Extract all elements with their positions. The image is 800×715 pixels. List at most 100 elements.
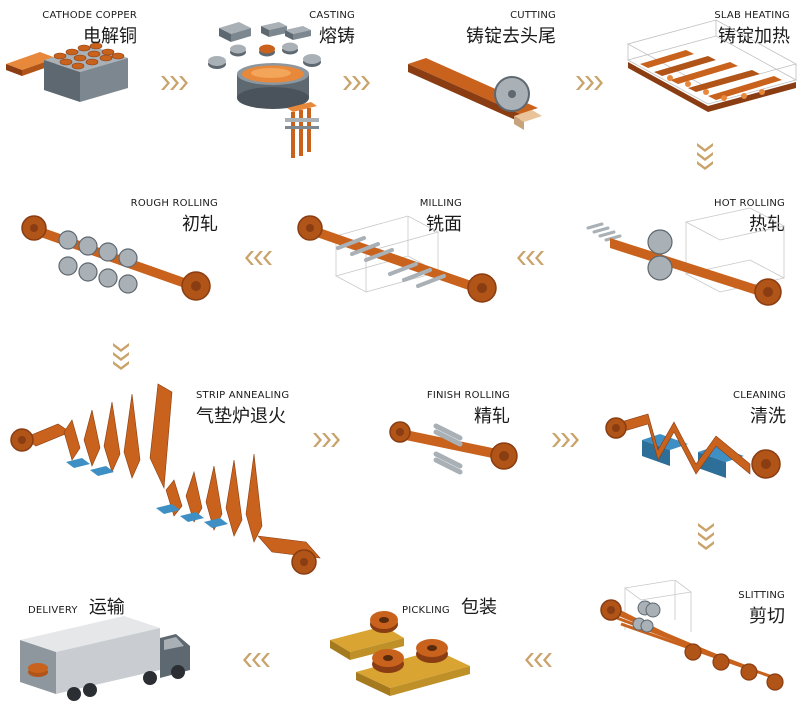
slitter-frame — [624, 580, 692, 632]
copper-sheet-edge — [6, 64, 22, 76]
stage-label: CASTING 熔铸 — [195, 10, 355, 48]
stage-label: HOT ROLLING 热轧 — [580, 198, 785, 236]
work-roll-top — [647, 229, 673, 255]
flow-arrow-down-icon — [697, 143, 713, 170]
support-tables-lower — [156, 504, 228, 528]
slitting-illustration — [600, 580, 784, 691]
stage-label-en: MILLING — [419, 198, 462, 209]
stage-label-zh: 电解铜 — [83, 26, 137, 47]
stage-label: CLEANING 清洗 — [600, 390, 786, 428]
roll-stands — [58, 230, 138, 294]
roller-table — [586, 222, 622, 242]
stage-cleaning: CLEANING 清洗 — [600, 380, 800, 490]
hot-rolling-frame — [684, 207, 786, 293]
stage-label-en: HOT ROLLING — [713, 198, 785, 209]
output-coils — [684, 643, 784, 691]
raw-blocks — [208, 22, 321, 69]
stage-label: CUTTING 铸锭去头尾 — [400, 10, 556, 48]
flow-arrow-left-icon — [245, 251, 272, 265]
stage-label-en: PICKLING — [402, 605, 450, 616]
burner-flames — [667, 75, 765, 101]
stage-slab-heating: SLAB HEATING 铸锭加热 — [620, 0, 800, 135]
stage-label-zh: 运输 — [88, 597, 125, 618]
flow-arrow-right-icon — [313, 433, 340, 447]
milling-cutters — [336, 236, 446, 288]
strip-annealing-illustration — [10, 383, 321, 575]
flow-arrow-right-icon — [552, 433, 579, 447]
stage-label-en: CASTING — [309, 10, 355, 21]
copper-strip — [610, 238, 766, 298]
stage-label-en: SLAB HEATING — [714, 10, 790, 21]
copper-strip — [396, 428, 502, 460]
cab-window — [164, 637, 184, 650]
stage-label-zh: 初轧 — [182, 214, 218, 235]
stage-label-zh: 气垫炉退火 — [196, 406, 286, 427]
flow-arrow-left-icon — [525, 653, 552, 667]
delivery-truck-illustration — [20, 616, 190, 701]
stage-rough-rolling: ROUGH ROLLING 初轧 — [10, 190, 225, 310]
rough-rolling-illustration — [21, 215, 211, 301]
stage-label-zh: 剪切 — [749, 606, 785, 627]
stage-casting: CASTING 熔铸 — [195, 0, 360, 175]
flow-arrow-right-icon — [576, 76, 603, 90]
stage-label-zh: 铣面 — [426, 214, 462, 235]
stage-label: STRIP ANNEALING 气垫炉退火 — [196, 390, 336, 428]
stage-pickling: PICKLING 包装 — [320, 580, 500, 715]
cutting-illustration — [408, 58, 542, 130]
support-tables-upper — [66, 458, 114, 476]
copper-strip — [308, 224, 480, 294]
flow-arrow-right-icon — [161, 76, 188, 90]
truck-box-top — [20, 616, 160, 652]
truck-wheels — [67, 665, 185, 701]
stage-delivery: DELIVERY 运输 — [0, 580, 200, 715]
ingot-side — [408, 64, 520, 122]
stage-label-zh: 包装 — [460, 597, 497, 618]
stage-cathode-copper: CATHODE COPPER 电解铜 — [0, 0, 170, 110]
stage-label: SLITTING 剪切 — [595, 590, 785, 628]
stage-label: FINISH ROLLING 精轧 — [380, 390, 510, 428]
hot-rolling-illustration — [586, 207, 786, 306]
work-roll-bottom — [647, 255, 673, 281]
packed-coils — [370, 611, 448, 673]
stage-label: CATHODE COPPER 电解铜 — [0, 10, 137, 48]
copper-sheet — [6, 52, 56, 70]
flow-arrow-left-icon — [517, 251, 544, 265]
crate-side — [80, 58, 128, 102]
cut-end — [514, 110, 542, 122]
stage-label-en: CATHODE COPPER — [42, 10, 137, 21]
stage-cutting: CUTTING 铸锭去头尾 — [400, 0, 560, 140]
stage-label: PICKLING 包装 — [402, 592, 500, 619]
pickling-illustration — [330, 611, 470, 696]
flow-arrow-left-icon — [243, 653, 270, 667]
cleaning-illustration — [605, 413, 781, 479]
furnace-frame — [626, 19, 798, 105]
flow-arrow-down-icon — [113, 343, 129, 370]
milling-illustration — [297, 215, 497, 303]
cathode-copper-illustration — [6, 42, 128, 102]
slitter-blades — [632, 600, 661, 633]
stage-label-en: CLEANING — [733, 390, 786, 401]
stage-milling: MILLING 铣面 — [290, 190, 505, 310]
casting-illustration — [208, 22, 321, 158]
caster-molds — [285, 102, 319, 158]
flow-arrow-right-icon — [343, 76, 370, 90]
stage-label-en: CUTTING — [510, 10, 556, 21]
slab-heating-illustration — [626, 19, 798, 112]
stage-strip-annealing: STRIP ANNEALING 气垫炉退火 — [0, 380, 340, 580]
stage-label-en: DELIVERY — [28, 605, 78, 616]
stage-label: MILLING 铣面 — [290, 198, 462, 236]
stage-label-en: FINISH ROLLING — [426, 390, 510, 401]
stage-label-zh: 铸锭去头尾 — [466, 26, 556, 47]
annealing-loops-upper — [23, 383, 173, 490]
melting-furnace — [237, 63, 309, 109]
copper-pile — [53, 42, 125, 70]
stage-label-zh: 熔铸 — [319, 26, 355, 47]
stage-slitting: SLITTING 剪切 — [595, 580, 800, 715]
crate-front — [44, 60, 80, 102]
truck-box-side — [56, 628, 160, 694]
stage-finish-rolling: FINISH ROLLING 精轧 — [380, 380, 540, 490]
copper-strip — [613, 413, 751, 475]
stage-hot-rolling: HOT ROLLING 热轧 — [580, 190, 800, 310]
stage-label-zh: 清洗 — [750, 406, 786, 427]
stage-label: ROUGH ROLLING 初轧 — [10, 198, 218, 236]
